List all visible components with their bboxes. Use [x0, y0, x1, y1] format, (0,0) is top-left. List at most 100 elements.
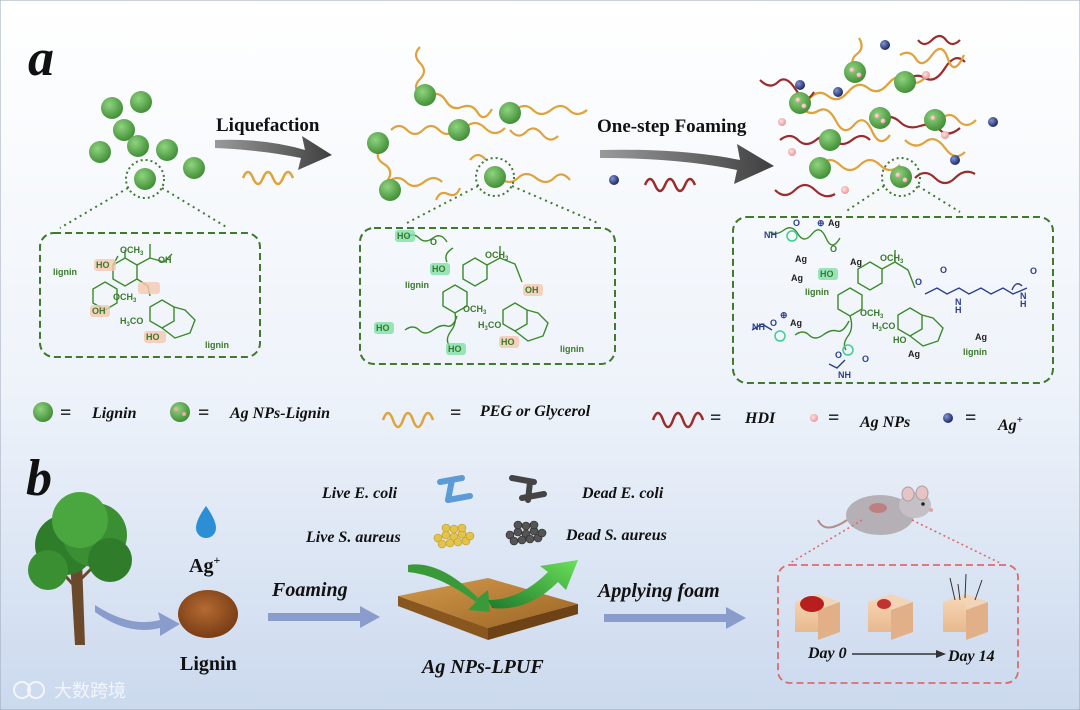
lignin-ball	[448, 119, 470, 141]
chem-label: ⊕	[780, 310, 788, 320]
skin-side	[818, 602, 840, 640]
liquefied-lignin-structure: HO O OCH3 HO lignin OH OCH3 H3CO HO HO H…	[374, 230, 584, 355]
legend-hdi-icon	[651, 411, 705, 429]
chem-label: O	[835, 350, 842, 360]
chem-label: O	[862, 354, 869, 364]
watermark: 大数跨境	[13, 681, 126, 702]
oh-highlight	[144, 331, 166, 343]
hdi-chain	[774, 183, 836, 198]
legend-peg-label: PEG or Glycerol	[479, 403, 591, 420]
chem-label: Ag	[790, 318, 802, 328]
bond	[828, 359, 846, 369]
hdi-chain	[914, 170, 976, 185]
bond	[445, 247, 454, 263]
bond	[1011, 283, 1023, 291]
ag-ion-dot	[988, 117, 998, 127]
peg-chain	[939, 113, 977, 127]
chem-label: HO	[376, 323, 390, 333]
chem-label: OCH3	[113, 292, 137, 304]
lignin-ball	[379, 179, 401, 201]
bond	[751, 323, 773, 331]
peg-chain	[499, 172, 571, 184]
oh-highlight	[446, 343, 466, 355]
bond	[404, 315, 458, 334]
ag-np-dot	[182, 412, 186, 416]
bond	[149, 253, 173, 263]
oh-highlight	[395, 230, 415, 242]
chem-label: HO	[432, 264, 446, 274]
peg-chain	[509, 127, 559, 141]
foaming-arrow-b	[268, 606, 380, 628]
hdi-chain	[917, 34, 961, 46]
wound-zoom-box	[777, 564, 1019, 684]
bond	[499, 257, 523, 283]
ag-np-bound	[774, 330, 786, 342]
dead-saureus-icon	[505, 520, 547, 546]
mouse-zoom-lines	[789, 519, 1001, 564]
lignin-ball	[130, 91, 152, 113]
day-end-label: Day 14	[947, 648, 995, 665]
oh-highlight	[94, 259, 116, 271]
watermark-text: 大数跨境	[54, 681, 126, 702]
chem-label: NH	[838, 370, 851, 380]
applying-foam-label: Applying foam	[596, 580, 720, 602]
live-saureus-icon	[433, 523, 475, 549]
skin-side	[891, 602, 913, 640]
ag-np-dot	[174, 407, 178, 411]
chem-label: Ag	[795, 254, 807, 264]
peg-chain	[469, 153, 487, 161]
legend-ag-nps-label: Ag NPs	[859, 414, 910, 431]
ag-np-dot	[895, 172, 901, 178]
zoom-lines	[59, 185, 961, 229]
foam-side	[488, 604, 578, 640]
tree-canopy	[88, 538, 132, 582]
oh-highlight	[374, 322, 394, 334]
legend-lignin-icon	[33, 402, 53, 422]
chem-label: O	[830, 244, 837, 254]
chem-label: HO	[501, 337, 515, 347]
ag-ion-dot	[795, 80, 805, 90]
legend-ag-nps-lignin-icon	[170, 402, 190, 422]
chem-label: Ag	[828, 218, 840, 228]
lignin-ball	[367, 132, 389, 154]
ag-ion-reagent	[609, 175, 619, 185]
bond	[794, 320, 850, 339]
liquefied-lignin-balls	[367, 84, 521, 201]
chem-label: HO	[820, 269, 834, 279]
bond	[514, 309, 549, 342]
ag-nps-lignin-balls	[789, 61, 946, 197]
chem-label: HO	[397, 231, 411, 241]
legend-ag-nps-icon	[810, 414, 818, 422]
mouse-body	[846, 495, 914, 535]
ag-np-dot	[788, 148, 796, 156]
tree-illustration	[28, 492, 132, 645]
panel-b-ag-ion: Ag+	[189, 553, 220, 577]
ag-np-dot	[856, 72, 862, 78]
dead-ecoli-icon	[509, 475, 547, 503]
chem-label: lignin	[205, 340, 229, 350]
peg-chain	[434, 187, 462, 201]
hdi-bond	[924, 287, 1028, 295]
ag-np-dot	[874, 113, 880, 119]
peg-chain	[387, 176, 443, 188]
live-saureus-label: Live S. aureus	[305, 529, 401, 546]
lignin-ball	[113, 119, 135, 141]
chem-label: H3CO	[872, 321, 895, 333]
hdi-chain	[904, 57, 966, 83]
oh-highlight	[430, 263, 450, 275]
wound-lesion	[877, 599, 891, 609]
ag-np-dot	[930, 115, 936, 121]
ag-np-dot	[941, 131, 949, 139]
mouse-ear	[915, 485, 929, 501]
ag-ion-dot	[833, 87, 843, 97]
foaming-arrow	[600, 144, 774, 184]
peg-chain	[899, 47, 966, 69]
peg-chain	[514, 104, 588, 116]
liquefaction-arrow	[215, 136, 332, 170]
skin-side	[966, 602, 988, 640]
chem-label: OCH3	[120, 245, 144, 257]
chem-label: H3CO	[478, 320, 501, 332]
chem-label: NH	[752, 322, 765, 332]
skin-day0	[795, 594, 840, 640]
